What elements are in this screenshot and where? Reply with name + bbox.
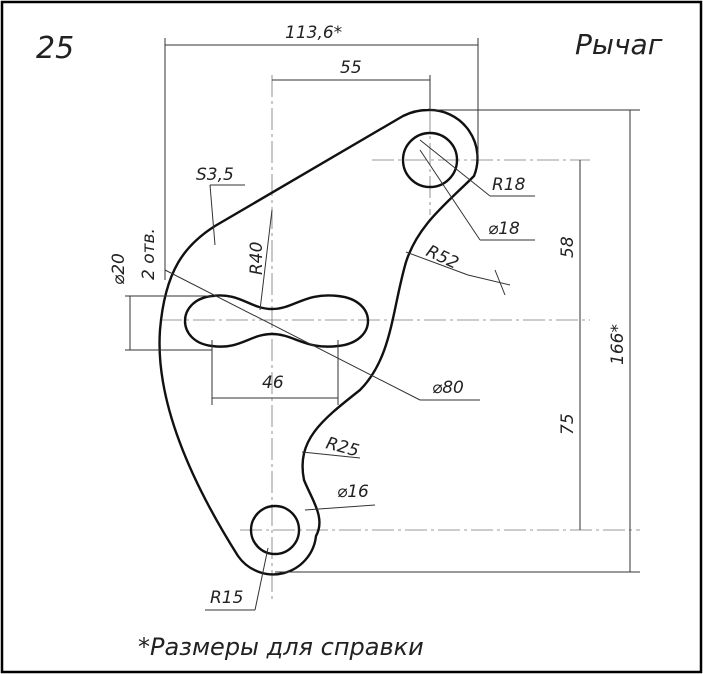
center-lines (160, 75, 640, 600)
lever-outline (158, 108, 479, 576)
dim-slot-width: ⌀20 (109, 253, 129, 285)
dim-inner-arc: R25 (324, 434, 361, 462)
dim-thickness: S3,5 (196, 165, 234, 185)
dim-top-hole: ⌀18 (488, 219, 520, 239)
dim-center-distance: 55 (340, 58, 362, 78)
top-hole (401, 131, 459, 189)
dim-slot-count: 2 отв. (139, 228, 159, 280)
dim-bottom-boss-radius: R15 (210, 588, 243, 608)
dim-overall-width: 113,6* (285, 23, 342, 43)
dumbbell-slot (184, 294, 370, 348)
dim-bottom-hole: ⌀16 (337, 482, 369, 502)
dimension-lines (125, 38, 640, 611)
dim-upper-height: 58 (558, 236, 578, 258)
drawing-title: Рычаг (575, 28, 663, 61)
dim-slot-length: 46 (262, 373, 284, 393)
dim-right-arc: R52 (423, 241, 462, 273)
dim-big-circle: ⌀80 (432, 378, 464, 398)
dim-overall-height: 166* (608, 324, 628, 365)
dim-slot-radius: R40 (247, 242, 267, 275)
bottom-hole (249, 504, 301, 556)
drawing-number: 25 (36, 31, 74, 66)
dim-top-boss-radius: R18 (492, 175, 526, 195)
dim-lower-height: 75 (558, 413, 578, 435)
reference-note: *Размеры для справки (138, 633, 424, 661)
